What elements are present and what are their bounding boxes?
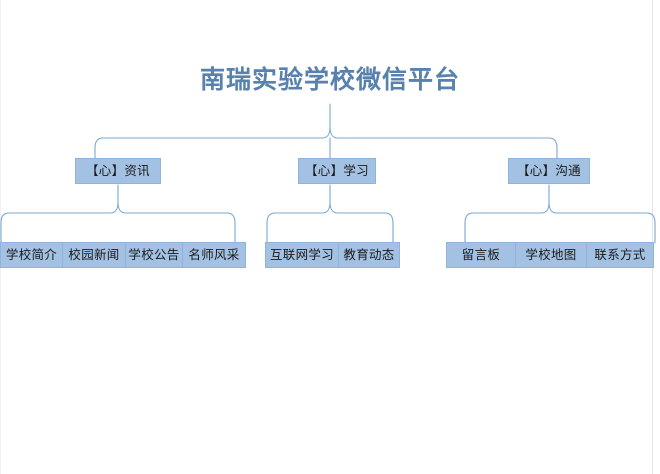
diagram-title: 南瑞实验学校微信平台 — [199, 65, 460, 94]
leaf-node-xuexiaogonggao[interactable]: 学校公告 — [125, 242, 182, 268]
leaf-node-hulianwangxuexi[interactable]: 互联网学习 — [265, 242, 338, 268]
connector-brace-top-right — [329, 126, 558, 160]
connector-brace3-left — [464, 201, 550, 244]
category-node-goutong[interactable]: 【心】沟通 — [508, 158, 590, 184]
leaf-group-goutong: 留言板 学校地图 联系方式 — [446, 242, 654, 268]
connector-brace3-right — [548, 201, 656, 244]
leaf-node-xuexiaoditu[interactable]: 学校地图 — [515, 242, 586, 268]
connector-brace1-left — [0, 201, 119, 244]
leaf-node-mingshifengcai[interactable]: 名师风采 — [182, 242, 246, 268]
leaf-node-xiaoyuanxinwen[interactable]: 校园新闻 — [62, 242, 125, 268]
connector-brace1-right — [117, 201, 236, 244]
connector-brace2-right — [329, 201, 394, 244]
category-node-xuexi[interactable]: 【心】学习 — [298, 158, 376, 184]
leaf-group-xuexi: 互联网学习 教育动态 — [265, 242, 400, 268]
leaf-group-zixun: 学校简介 校园新闻 学校公告 名师风采 — [0, 242, 246, 268]
connector-brace-top-left — [94, 126, 331, 160]
leaf-node-xuexiaojianjie[interactable]: 学校简介 — [0, 242, 62, 268]
connector-brace2-left — [266, 201, 331, 244]
leaf-node-jiaoyudongtai[interactable]: 教育动态 — [338, 242, 400, 268]
leaf-node-lianxifangshi[interactable]: 联系方式 — [586, 242, 654, 268]
category-node-zixun[interactable]: 【心】资讯 — [75, 158, 161, 184]
leaf-node-liuyanban[interactable]: 留言板 — [446, 242, 515, 268]
